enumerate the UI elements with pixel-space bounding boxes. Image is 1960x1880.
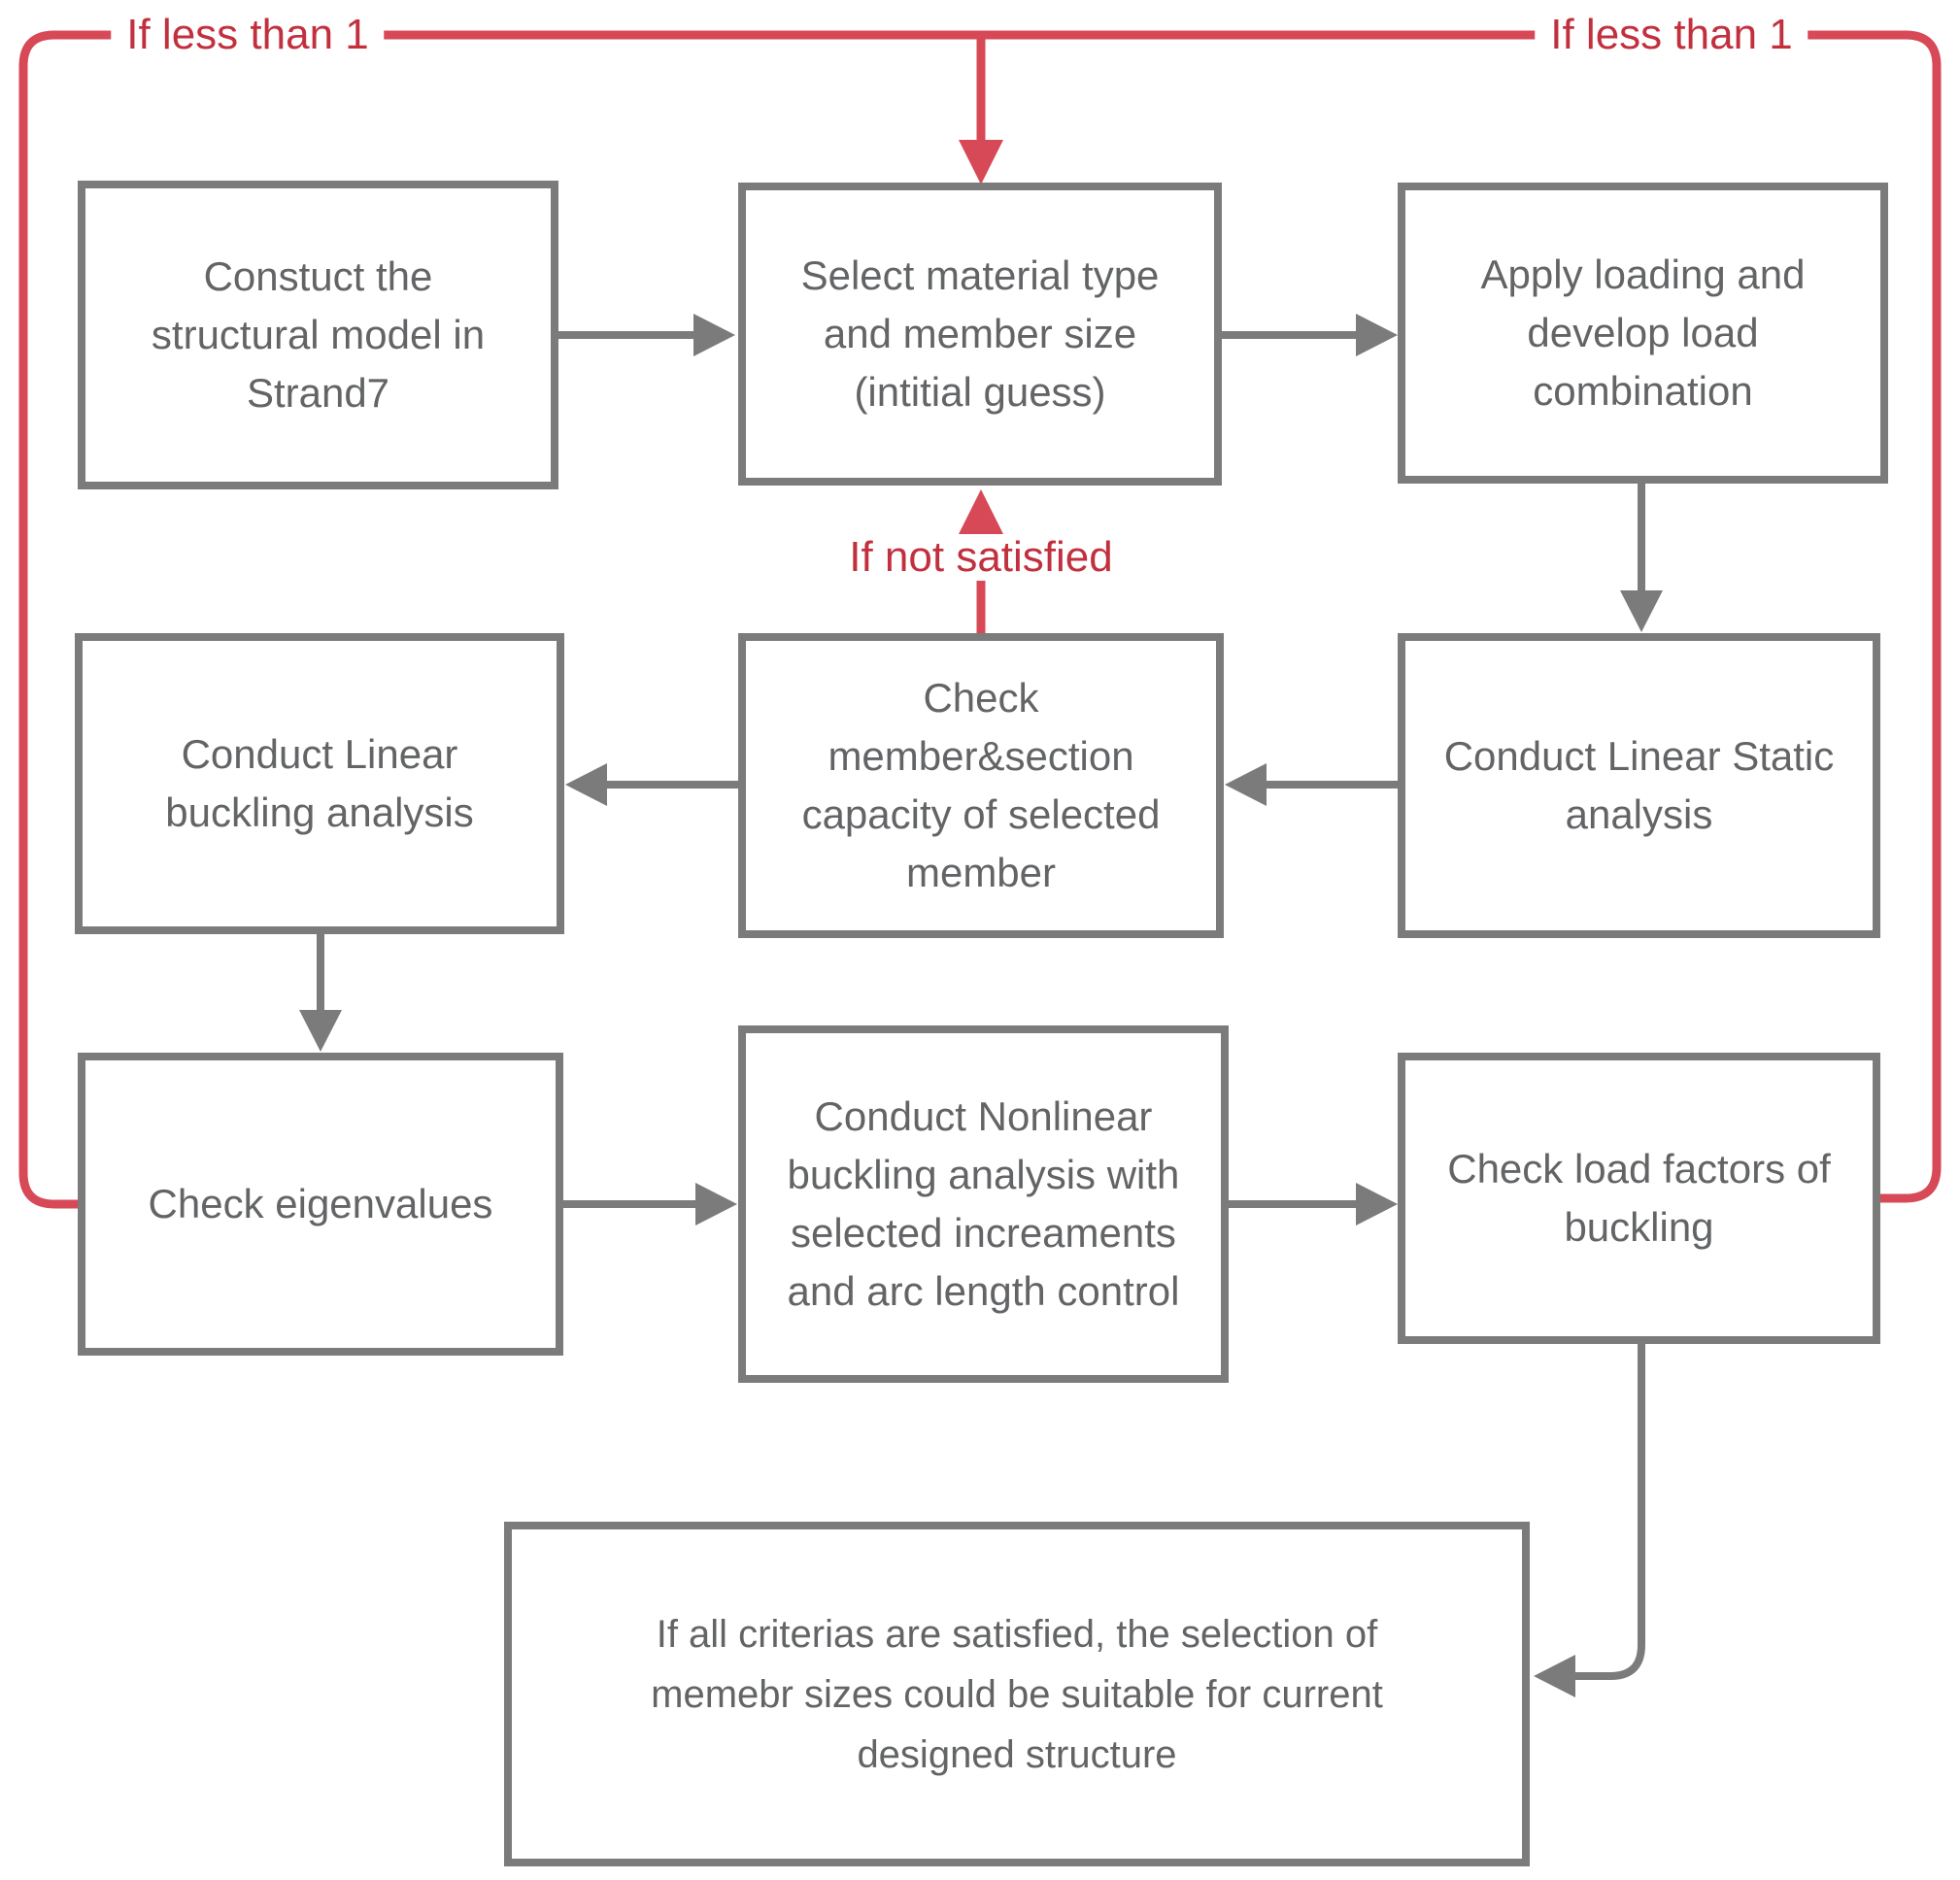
- node-check-load-factors: Check load factors of buckling: [1398, 1053, 1880, 1344]
- edge-check-load-to-conclusion: [1575, 1344, 1645, 1680]
- node-nonlinear-buckling: Conduct Nonlinear buckling analysis with…: [738, 1025, 1229, 1383]
- node-check-capacity-label: Check member&section capacity of selecte…: [801, 675, 1161, 895]
- node-conclusion: If all criterias are satisfied, the sele…: [504, 1522, 1530, 1866]
- arrowhead-check-eigen-to-nonlinear: [695, 1183, 737, 1225]
- arrowhead-check-capacity-to-linear-buckling: [565, 763, 607, 806]
- edge-label-if-not-satisfied: If not satisfied: [833, 534, 1129, 581]
- arrowhead-check-load-to-conclusion: [1534, 1655, 1575, 1697]
- node-nonlinear-buckling-label: Conduct Nonlinear buckling analysis with…: [787, 1093, 1180, 1314]
- arrowhead-linear-buckling-to-check-eigen: [299, 1010, 342, 1052]
- arrowhead-nonlinear-to-check-load: [1356, 1183, 1398, 1225]
- arrowhead-apply-to-linear-static: [1620, 590, 1663, 632]
- red-down-arrowhead: [959, 140, 1003, 185]
- node-apply-loading: Apply loading and develop load combinati…: [1398, 183, 1888, 484]
- node-linear-buckling: Conduct Linear buckling analysis: [75, 633, 564, 934]
- arrowhead-select-to-apply: [1356, 314, 1398, 356]
- node-linear-buckling-label: Conduct Linear buckling analysis: [165, 731, 474, 835]
- node-construct-model: Constuct the structural model in Strand7: [78, 181, 558, 489]
- node-check-eigenvalues-label: Check eigenvalues: [148, 1181, 493, 1226]
- node-select-material: Select material type and member size (in…: [738, 183, 1222, 486]
- edge-label-if-less-than-1-right: If less than 1: [1535, 12, 1808, 58]
- node-linear-static: Conduct Linear Static analysis: [1398, 633, 1880, 938]
- node-select-material-label: Select material type and member size (in…: [800, 252, 1160, 415]
- node-construct-model-label: Constuct the structural model in Strand7: [151, 253, 486, 416]
- node-linear-static-label: Conduct Linear Static analysis: [1443, 733, 1835, 837]
- edge-label-if-less-than-1-left: If less than 1: [111, 12, 385, 58]
- node-apply-loading-label: Apply loading and develop load combinati…: [1480, 252, 1806, 414]
- red-up-arrowhead: [959, 489, 1003, 534]
- node-conclusion-label: If all criterias are satisfied, the sele…: [651, 1612, 1383, 1776]
- node-check-eigenvalues: Check eigenvalues: [78, 1053, 563, 1356]
- arrowhead-construct-to-select: [693, 314, 735, 356]
- arrowhead-linear-static-to-check-capacity: [1225, 763, 1267, 806]
- node-check-capacity: Check member&section capacity of selecte…: [738, 633, 1224, 938]
- node-check-load-factors-label: Check load factors of buckling: [1447, 1146, 1831, 1250]
